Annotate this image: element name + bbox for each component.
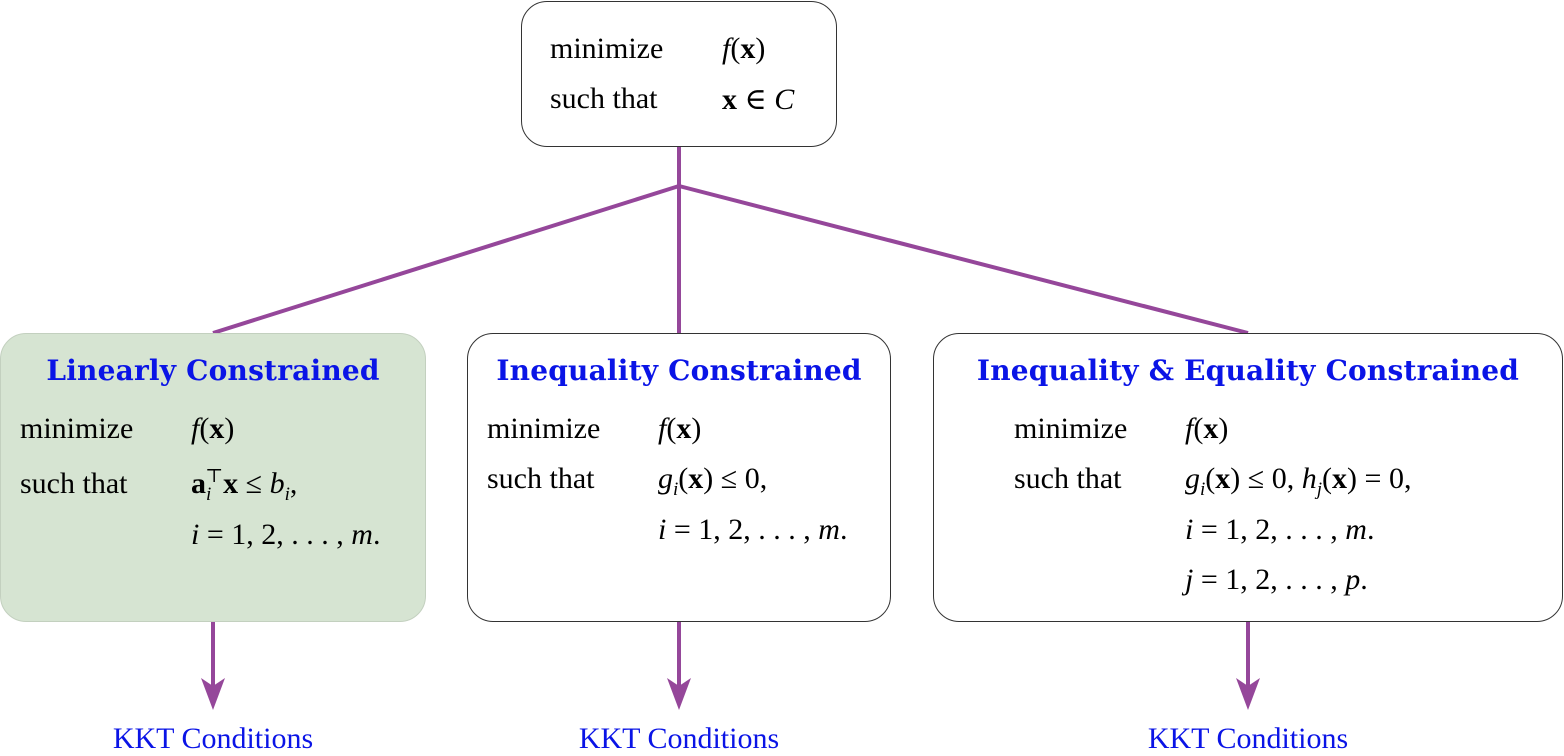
kkt-conditions-middle: KKT Conditions — [578, 722, 780, 755]
minimize-label: minimize — [1014, 412, 1128, 445]
box-title: Inequality & Equality Constrained — [976, 354, 1520, 387]
minimize-label: minimize — [487, 412, 601, 445]
branch-right — [678, 184, 1249, 335]
arrow-head-left-icon — [201, 678, 225, 710]
inequality-equality-constrained-box: Inequality & Equality Constrained minimi… — [933, 333, 1563, 622]
index-range-j: j = 1, 2, . . . , p. — [1185, 563, 1368, 596]
such-that-label: such that — [550, 82, 658, 115]
minimize-label: minimize — [550, 32, 664, 65]
objective-expression: f(x) — [722, 32, 766, 65]
constraint-expression: ai⊤x ≤ bi, — [191, 466, 298, 505]
inequality-constrained-box: Inequality Constrained minimize f(x) suc… — [467, 333, 891, 622]
such-that-label: such that — [1014, 462, 1122, 495]
constraint-expression: gi(x) ≤ 0, — [658, 462, 768, 500]
kkt-conditions-left: KKT Conditions — [112, 722, 314, 755]
box-title: Inequality Constrained — [496, 354, 862, 387]
index-range: i = 1, 2, . . . , m. — [191, 518, 381, 551]
constraint-expression: x ∈ C — [722, 83, 795, 116]
linearly-constrained-box: Linearly Constrained minimize f(x) such … — [0, 333, 426, 622]
branch-left — [212, 184, 680, 335]
objective-expression: f(x) — [658, 412, 702, 445]
such-that-label: such that — [20, 467, 128, 500]
arrow-head-right-icon — [1236, 678, 1260, 710]
box-title: Linearly Constrained — [46, 354, 380, 387]
index-range-i: i = 1, 2, . . . , m. — [1185, 513, 1375, 546]
objective-expression: f(x) — [191, 412, 235, 445]
such-that-label: such that — [487, 462, 595, 495]
root-problem-box: minimize f(x) such that x ∈ C — [521, 1, 837, 147]
index-range: i = 1, 2, . . . , m. — [658, 513, 848, 546]
minimize-label: minimize — [20, 412, 134, 445]
kkt-conditions-right: KKT Conditions — [1147, 722, 1349, 755]
constraint-expression: gi(x) ≤ 0, hj(x) = 0, — [1185, 462, 1412, 500]
objective-expression: f(x) — [1185, 412, 1229, 445]
arrow-head-middle-icon — [667, 678, 691, 710]
